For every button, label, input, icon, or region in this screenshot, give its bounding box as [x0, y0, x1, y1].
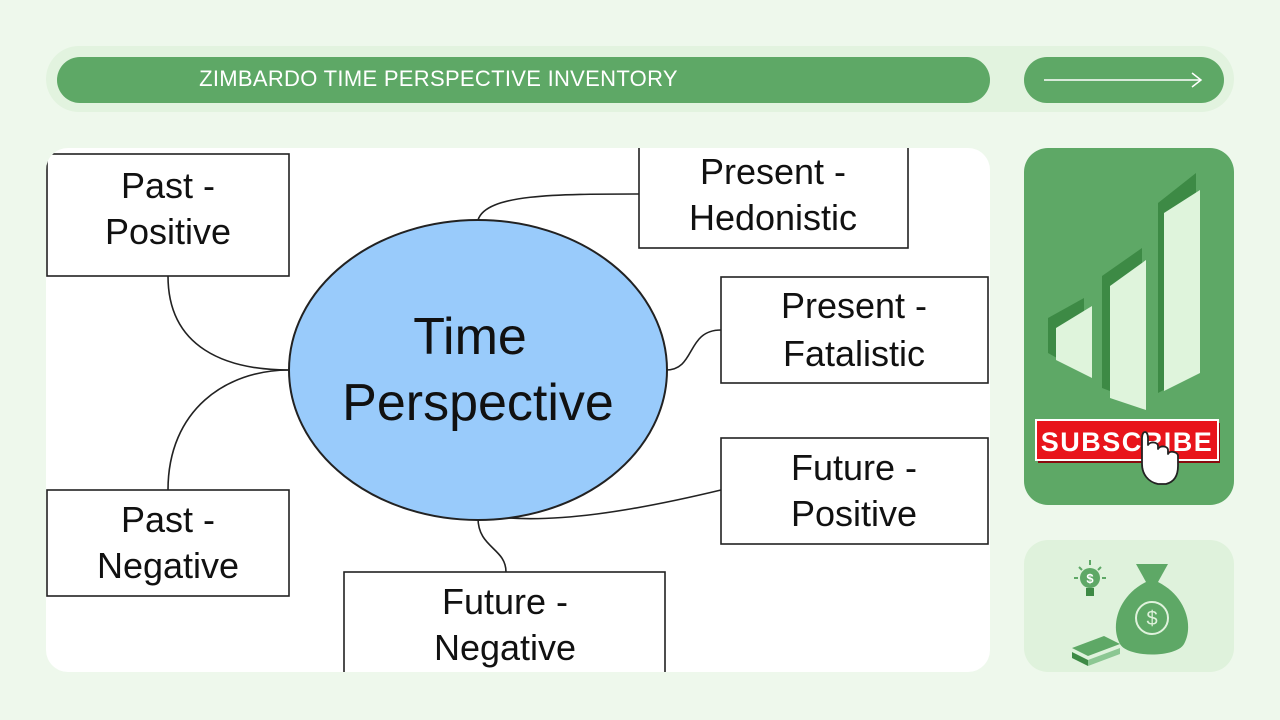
connector-past-positive — [167, 275, 290, 371]
next-button[interactable] — [1024, 57, 1224, 103]
connector-past-negative — [167, 369, 290, 491]
node-label-line2: Positive — [105, 211, 231, 252]
node-label-line2: Negative — [434, 627, 576, 668]
connector-future-negative — [477, 517, 507, 573]
svg-text:$: $ — [1086, 571, 1094, 586]
subscribe-graphic: SUBSCRIBE — [1035, 173, 1220, 485]
node-label-line1: Past - — [121, 499, 215, 540]
cash-stack-icon — [1072, 636, 1120, 666]
subscribe-card[interactable]: SUBSCRIBE — [1024, 148, 1234, 505]
center-label-line1: Time — [413, 308, 527, 366]
connector-present-fatalistic — [665, 329, 722, 371]
node-label-line2: Hedonistic — [689, 197, 857, 238]
money-graphic: $ $ — [1072, 560, 1189, 666]
subscribe-badge[interactable]: SUBSCRIBE — [1035, 419, 1220, 463]
hand-pointer-icon — [1141, 431, 1179, 485]
bar-chart-icon — [1048, 173, 1200, 410]
page-title: ZIMBARDO TIME PERSPECTIVE INVENTORY — [199, 66, 678, 91]
node-future-positive: Future - Positive — [720, 437, 989, 545]
node-past-positive: Past - Positive — [46, 153, 290, 277]
node-label-line1: Present - — [781, 285, 927, 326]
lightbulb-dollar-icon: $ — [1074, 560, 1106, 596]
money-card: $ $ — [1024, 540, 1234, 672]
node-present-fatalistic: Present - Fatalistic — [720, 276, 989, 384]
title-banner: ZIMBARDO TIME PERSPECTIVE INVENTORY — [57, 57, 990, 103]
subscribe-label[interactable]: SUBSCRIBE — [1041, 427, 1214, 457]
node-future-negative: Future - Negative — [343, 571, 666, 672]
node-label-line2: Negative — [97, 545, 239, 586]
money-bag-icon: $ — [1115, 564, 1189, 655]
center-label-line2: Perspective — [342, 374, 614, 432]
node-present-hedonistic: Present - Hedonistic — [638, 148, 909, 249]
connectors — [167, 193, 722, 573]
connector-present-hedonistic — [477, 193, 640, 221]
node-label-line2: Fatalistic — [783, 333, 925, 374]
node-label-line1: Future - — [442, 581, 568, 622]
arrow-right-icon — [1044, 72, 1203, 88]
center-ellipse — [288, 219, 668, 521]
node-past-negative: Past - Negative — [46, 489, 290, 597]
svg-text:$: $ — [1146, 608, 1157, 630]
mind-map-canvas: Time Perspective Past - Positive Present… — [46, 148, 989, 672]
node-label-line1: Present - — [700, 151, 846, 192]
node-label-line1: Future - — [791, 447, 917, 488]
mind-map-diagram: Time Perspective Past - Positive Present… — [46, 148, 990, 672]
node-label-line2: Positive — [791, 493, 917, 534]
node-label-line1: Past - — [121, 165, 215, 206]
